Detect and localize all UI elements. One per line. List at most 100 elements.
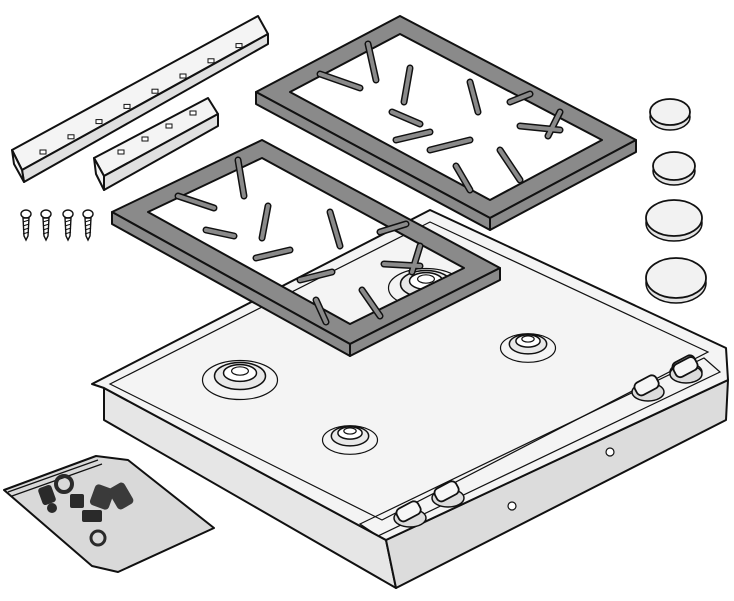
orifice-part <box>38 484 56 506</box>
burner-center <box>343 427 357 435</box>
screw <box>40 209 52 242</box>
bracket-slot <box>189 110 197 116</box>
grate-finger-fill <box>314 298 328 324</box>
threaded-part <box>82 510 102 522</box>
washer <box>89 529 107 547</box>
burner-cap-top <box>652 151 696 181</box>
screw <box>20 209 32 242</box>
panel-hole <box>507 501 517 511</box>
screw-thread <box>22 223 30 227</box>
knob-grip <box>672 356 699 379</box>
burner-center <box>521 335 535 343</box>
screw-thread <box>22 227 30 231</box>
grate-right-fingers <box>316 40 564 194</box>
burner-cap-top <box>649 98 691 126</box>
bracket-slot <box>39 149 47 155</box>
fitting-part <box>89 484 115 510</box>
screw-thread <box>22 231 30 235</box>
grate-finger-fill <box>454 164 472 192</box>
burner <box>499 333 557 363</box>
knob-grip <box>395 500 422 523</box>
mounting-bracket-long <box>11 15 269 183</box>
burner-head <box>222 363 258 383</box>
o-ring <box>54 474 74 494</box>
knobs-group <box>393 354 703 528</box>
screw-thread <box>84 227 92 231</box>
bag-hardware-parts <box>38 474 134 547</box>
grate-finger-fill <box>378 222 408 234</box>
burner-cap-top <box>645 199 703 237</box>
grate-finger-fill <box>468 80 480 114</box>
bracket-slot <box>235 43 243 49</box>
panel-hole <box>605 447 615 457</box>
burner-cap <box>649 98 691 131</box>
grate-finger-fill <box>236 158 246 198</box>
grate-finger-fill <box>394 130 432 142</box>
grate-finger-fill <box>498 148 522 182</box>
bracket-slot <box>151 88 159 94</box>
grate-left-side <box>349 267 501 357</box>
screw-head <box>62 209 74 219</box>
grate-left <box>111 139 501 357</box>
screw-thread <box>64 219 72 223</box>
screws-group <box>20 209 94 242</box>
screw-thread <box>22 219 30 223</box>
screw-head <box>20 209 32 219</box>
grate-finger-fill <box>546 110 562 138</box>
knob-grip <box>633 374 660 397</box>
screw-thread <box>84 223 92 227</box>
screw <box>62 209 74 242</box>
burner-center <box>231 366 250 376</box>
mounting-bracket-short <box>93 97 219 191</box>
grate-finger-fill <box>254 248 292 260</box>
burner-head <box>337 426 363 440</box>
screw-thread <box>84 219 92 223</box>
knob <box>431 480 465 508</box>
screw-thread <box>64 227 72 231</box>
grate-finger-fill <box>328 210 342 248</box>
grate-finger-fill <box>390 110 422 126</box>
grate-right-frame <box>255 15 637 219</box>
grate-right <box>255 15 637 231</box>
grate-finger-fill <box>508 92 532 104</box>
bracket-slot <box>207 58 215 64</box>
bracket-slot <box>141 136 149 142</box>
burner-head <box>515 334 541 348</box>
knob-grip <box>433 480 460 503</box>
grate-finger-fill <box>428 138 472 152</box>
screw-thread <box>64 223 72 227</box>
grate-finger-fill <box>318 72 362 90</box>
screw-thread <box>42 223 50 227</box>
knob <box>393 500 427 528</box>
burner-cap-top <box>645 257 707 299</box>
grate-finger-fill <box>402 66 412 104</box>
grate-finger-fill <box>382 262 422 268</box>
bracket-slot <box>95 119 103 125</box>
grate-finger-fill <box>298 270 334 282</box>
bracket-slot <box>117 149 125 155</box>
screw-thread <box>42 219 50 223</box>
screw-thread <box>42 231 50 235</box>
burner-caps-group <box>645 98 707 304</box>
knob <box>669 356 703 384</box>
screw <box>82 209 94 242</box>
burner <box>321 425 379 455</box>
control-strip <box>358 357 722 537</box>
small-part <box>47 503 57 513</box>
bracket-slot <box>123 103 131 109</box>
burner-cap <box>652 151 696 186</box>
grate-finger-fill <box>518 124 562 132</box>
grate-finger-fill <box>260 204 270 240</box>
fitting-part <box>108 482 134 510</box>
knob <box>631 374 665 402</box>
grate-finger-fill <box>366 42 378 82</box>
hardware-bag <box>3 455 215 573</box>
cooktop <box>91 209 729 589</box>
screw-thread <box>64 231 72 235</box>
screw-thread <box>42 227 50 231</box>
grate-finger-fill <box>204 228 236 238</box>
nut-part <box>70 494 84 508</box>
grate-right-side <box>489 139 637 231</box>
